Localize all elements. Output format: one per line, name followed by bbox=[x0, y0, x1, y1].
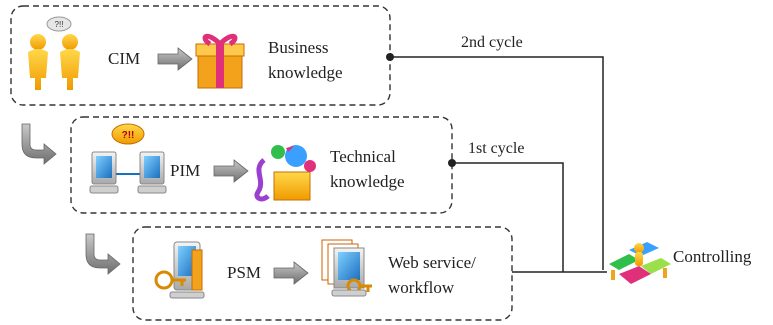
second-cycle-label: 2nd cycle bbox=[461, 34, 523, 51]
controlling-label: Controlling bbox=[673, 247, 752, 266]
psm-knowledge-line1: Web service/ bbox=[388, 253, 476, 272]
psm-arrow-icon bbox=[273, 261, 309, 285]
second-cycle-dot bbox=[386, 53, 394, 61]
svg-text:?!!: ?!! bbox=[122, 130, 135, 141]
networked-computers-icon: ?!! bbox=[89, 123, 167, 194]
cim-knowledge-line2: knowledge bbox=[268, 63, 343, 82]
second-cycle-line bbox=[390, 56, 604, 270]
psm-knowledge-line2: workflow bbox=[388, 278, 455, 297]
document-stack-key-icon bbox=[321, 239, 372, 297]
jack-in-the-box-icon bbox=[254, 140, 316, 202]
first-cycle-dot bbox=[448, 159, 456, 167]
psm-label: PSM bbox=[227, 263, 261, 282]
cim-label: CIM bbox=[108, 49, 140, 68]
first-cycle-label: 1st cycle bbox=[468, 140, 524, 157]
pim-knowledge-line1: Technical bbox=[330, 147, 396, 166]
gift-box-icon bbox=[195, 33, 245, 89]
computer-key-icon bbox=[154, 241, 205, 299]
cim-arrow-icon bbox=[157, 47, 193, 71]
svg-text:?!!: ?!! bbox=[55, 20, 64, 29]
people-question-icon: ?!! bbox=[28, 16, 80, 90]
cim-to-pim-bend-arrow-icon bbox=[21, 123, 57, 165]
cim-knowledge-line1: Business bbox=[268, 38, 328, 57]
pim-label: PIM bbox=[170, 161, 200, 180]
pim-to-psm-bend-arrow-icon bbox=[85, 233, 121, 275]
first-cycle-line bbox=[452, 162, 564, 272]
control-puzzle-icon bbox=[609, 242, 671, 284]
pim-arrow-icon bbox=[213, 159, 249, 183]
pim-knowledge-line2: knowledge bbox=[330, 172, 405, 191]
cycle-lines bbox=[390, 56, 607, 273]
